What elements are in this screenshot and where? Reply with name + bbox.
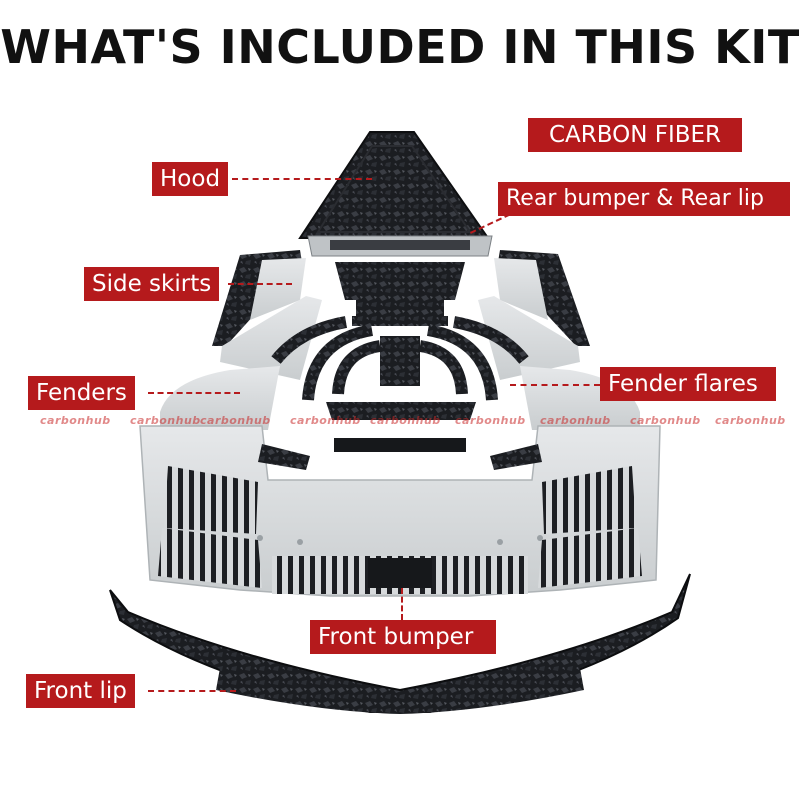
hood-label: Hood — [152, 162, 229, 196]
watermark-text: carbonhub — [130, 414, 201, 427]
side-skirts-label: Side skirts — [84, 267, 220, 301]
watermark-text: carbonhub — [200, 414, 271, 427]
watermark-text: carbonhub — [290, 414, 361, 427]
fender-left — [160, 366, 280, 430]
fenders-label: Fenders — [28, 376, 135, 410]
watermark-text: carbonhub — [540, 414, 611, 427]
page-title: WHAT'S INCLUDED IN THIS KIT — [0, 20, 800, 74]
front-lip-leader-line — [148, 690, 236, 692]
front-bumper-body — [139, 425, 661, 597]
watermark-text: carbonhub — [715, 414, 786, 427]
fender-flares-label: Fender flares — [600, 367, 776, 401]
fender-flares-leader-line — [510, 384, 600, 386]
fenders-leader-line — [148, 392, 240, 394]
hood-panel — [298, 131, 490, 239]
carbon-fiber-badge: CARBON FIBER — [528, 118, 742, 152]
watermark-text: carbonhub — [455, 414, 526, 427]
side-skirts-leader-line — [228, 283, 292, 285]
front-bumper-label: Front bumper — [310, 620, 496, 654]
rear-bumper-label: Rear bumper & Rear lip — [498, 182, 790, 216]
hood-leader-line — [232, 178, 372, 180]
front-lip-label: Front lip — [26, 674, 135, 708]
watermark-text: carbonhub — [630, 414, 701, 427]
watermark-text: carbonhub — [40, 414, 111, 427]
watermark-text: carbonhub — [370, 414, 441, 427]
front-bumper-leader-line — [401, 588, 403, 620]
